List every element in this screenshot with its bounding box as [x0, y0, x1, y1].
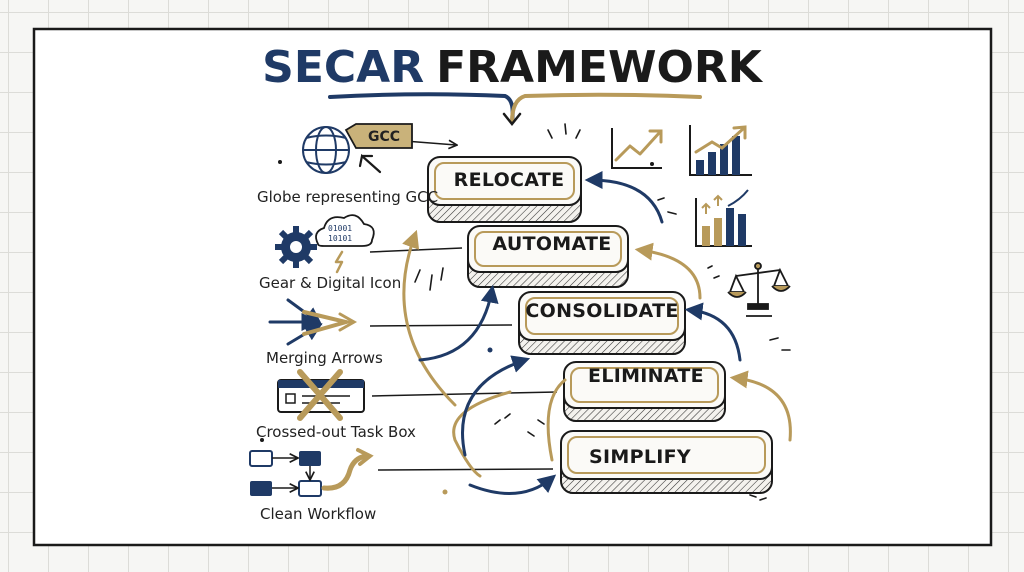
left-item-gear: 01001 10101 Gear & Digital Icon — [259, 214, 401, 292]
left-item-globe: GCC Globe representing GCC — [257, 123, 438, 206]
step-label-relocate: RELOCATE — [454, 169, 565, 191]
step-consolidate: CONSOLIDATE — [518, 291, 686, 355]
step-label-automate: AUTOMATE — [492, 233, 611, 255]
left-item-merging-arrows: Merging Arrows — [266, 298, 383, 367]
left-item-label-merging-arrows: Merging Arrows — [266, 349, 383, 367]
crossed-task-box-icon — [277, 369, 365, 421]
balance-scale-icon — [727, 262, 791, 317]
gcc-tag-text: GCC — [368, 129, 400, 145]
cloud-bits-1: 01001 — [328, 224, 352, 233]
left-item-label-gear: Gear & Digital Icon — [259, 274, 401, 292]
lightning-icon — [334, 250, 344, 274]
step-label-eliminate: ELIMINATE — [588, 365, 704, 387]
gcc-tag: GCC — [344, 123, 413, 149]
step-relocate: RELOCATE — [427, 156, 582, 223]
left-item-label-globe: Globe representing GCC — [257, 188, 438, 206]
title-part-1: SECAR — [262, 42, 424, 93]
line-chart-up-icon — [611, 128, 663, 169]
doodle-dots — [260, 160, 654, 495]
globe-icon — [302, 126, 350, 174]
gear-icon — [275, 226, 317, 268]
left-item-label-task-box: Crossed-out Task Box — [256, 423, 416, 441]
step-simplify: SIMPLIFY — [560, 430, 773, 494]
bar-chart-up-icon — [689, 125, 752, 176]
workflow-icon — [249, 448, 374, 497]
step-label-simplify: SIMPLIFY — [589, 446, 691, 468]
title-underline-gold — [510, 92, 702, 124]
doodle-marks — [414, 123, 791, 501]
bar-chart-growth-icon — [695, 189, 752, 247]
title-part-2: FRAMEWORK — [436, 42, 764, 93]
cloud-bits-2: 10101 — [328, 234, 352, 243]
connector-lines — [369, 139, 558, 471]
step-label-consolidate: CONSOLIDATE — [525, 300, 678, 322]
title-arrow-head — [502, 112, 522, 127]
merging-arrows-icon — [268, 298, 358, 346]
step-automate: AUTOMATE — [467, 225, 629, 288]
cursor-icon — [358, 153, 382, 174]
step-eliminate: ELIMINATE — [563, 361, 726, 422]
flow-arrows — [402, 171, 792, 495]
cloud-icon: 01001 10101 — [315, 214, 375, 247]
left-item-label-workflow: Clean Workflow — [260, 505, 376, 523]
left-item-workflow: Clean Workflow — [249, 448, 376, 523]
left-item-task-box: Crossed-out Task Box — [256, 369, 416, 441]
